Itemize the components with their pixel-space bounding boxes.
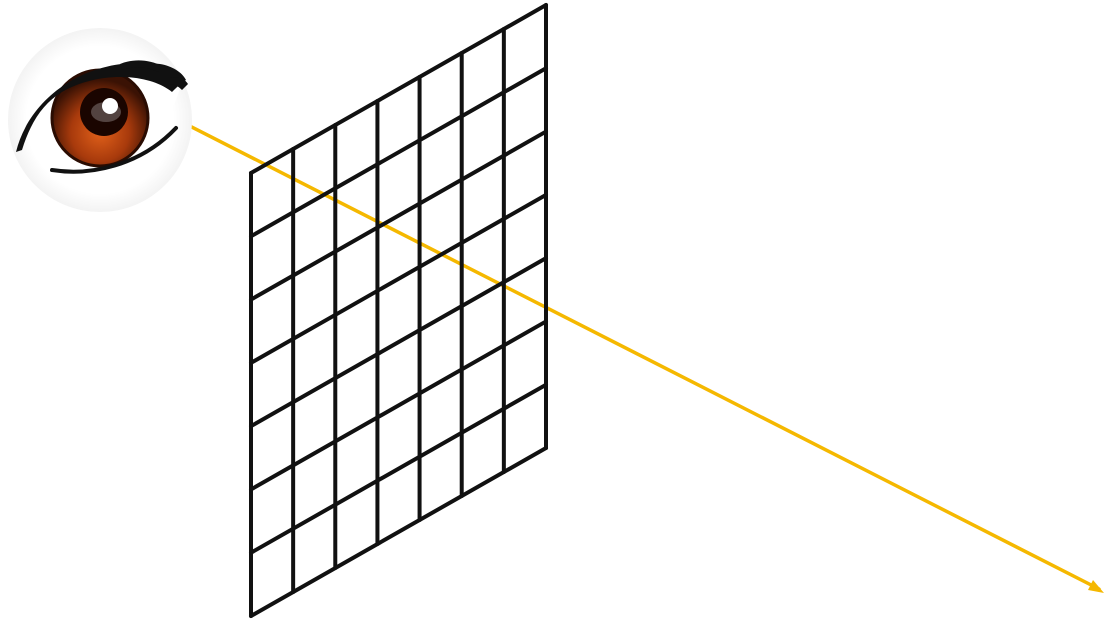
grid-horizontal-line	[251, 385, 546, 553]
grid-horizontal-line	[251, 132, 546, 300]
grid-horizontal-line	[251, 321, 546, 489]
ray-arrowhead	[1088, 580, 1104, 593]
eye-icon-glow	[91, 102, 121, 122]
view-ray	[176, 119, 1104, 593]
grid-horizontal-line	[251, 448, 546, 616]
grid-horizontal-line	[251, 195, 546, 363]
grid-horizontal-line	[251, 258, 546, 426]
grid-horizontal-line	[251, 5, 546, 173]
pixel-grid	[251, 5, 546, 616]
grid-horizontal-line	[251, 68, 546, 236]
eye-icon	[8, 28, 192, 212]
